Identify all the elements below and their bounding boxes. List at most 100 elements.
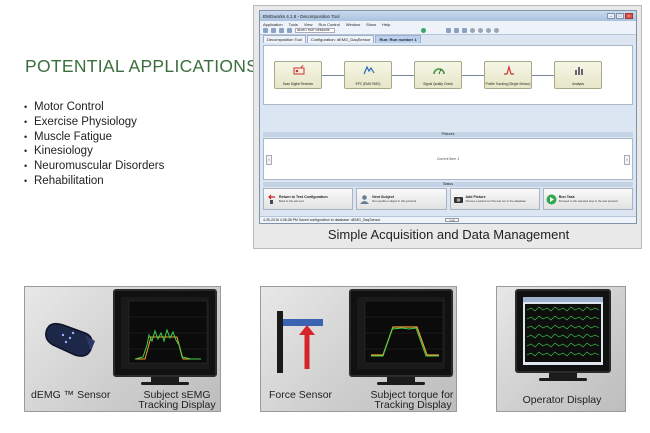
workflow-arrow (462, 75, 484, 76)
undo-icon[interactable] (279, 28, 284, 33)
analysis-icon (575, 67, 583, 75)
tab-bar: Decomposition Tool Configuration: dEMG_D… (260, 35, 636, 43)
workflow-arrow (322, 75, 344, 76)
workflow-step-scan[interactable]: Scan Digital Receiver (274, 61, 322, 89)
pause-icon[interactable] (494, 28, 499, 33)
monitor (349, 289, 453, 377)
tracking-display-screen (357, 297, 445, 369)
log-button[interactable]: Log (445, 218, 459, 222)
monitor (515, 289, 611, 373)
menu-item[interactable]: Window (345, 21, 361, 27)
profile-icon (504, 65, 514, 75)
workflow-panel: Scan Digital Receiver EPC (EMG RMS) Sign… (263, 45, 633, 105)
monitor-stand (387, 377, 415, 383)
menu-item[interactable]: Tools (288, 21, 298, 27)
app-window: EMGworks 4.1.8 - Decomposition Tool – □ … (259, 10, 637, 224)
card-caption: Tracking Display (138, 399, 216, 411)
settings-icon[interactable] (454, 28, 459, 33)
window-titlebar: EMGworks 4.1.8 - Decomposition Tool – □ … (260, 11, 636, 21)
chart-icon[interactable] (446, 28, 451, 33)
previous-picture-button[interactable]: ‹ (266, 155, 272, 165)
menu-item[interactable]: View (303, 21, 313, 27)
camera-icon (453, 196, 463, 203)
workflow-step-epc[interactable]: EPC (EMG RMS) (344, 61, 392, 89)
menu-bar: Application Tools View Run Control Windo… (260, 21, 636, 27)
menu-item[interactable]: Show (366, 21, 377, 27)
close-icon[interactable]: × (625, 13, 633, 19)
monitor-stand (151, 377, 179, 383)
card-caption: Tracking Display (374, 399, 452, 411)
multichannel-plot (523, 297, 603, 362)
export-icon[interactable] (462, 28, 467, 33)
monitor-stand (549, 373, 577, 379)
record-icon[interactable] (470, 28, 475, 33)
connect-icon[interactable] (421, 28, 426, 33)
receiver-icon (293, 65, 305, 75)
tracking-display-screen (121, 297, 209, 369)
workflow-step-profile[interactable]: Profile Tracking (Single Sensor) (484, 61, 532, 89)
card-caption: dEMG ™ Sensor (31, 389, 111, 401)
tab-run[interactable]: Run: Run number 1 (375, 35, 421, 43)
list-item: Rehabilitation (24, 174, 164, 189)
workflow-arrow (392, 75, 414, 76)
return-icon (268, 194, 275, 204)
maximize-icon[interactable]: □ (616, 13, 624, 19)
new-icon[interactable] (263, 28, 268, 33)
session-field[interactable]: dEMG Run Sessions (295, 28, 335, 33)
workflow-step-label: Analysis (572, 82, 584, 86)
tab-decomposition-tool[interactable]: Decomposition Tool (263, 35, 306, 43)
status-header: Status (263, 182, 633, 187)
applications-heading: POTENTIAL APPLICATIONS (25, 56, 259, 76)
operator-display-card: Operator Display (496, 286, 626, 412)
torque-signal-plot (364, 300, 444, 364)
monitor-base (141, 382, 189, 385)
status-bar: 4-30-2016 4:36:38 PM Saved configuration… (260, 216, 636, 223)
card-caption: Operator Display (522, 394, 602, 406)
monitor (113, 289, 217, 377)
workflow-step-analysis[interactable]: Analysis (554, 61, 602, 89)
open-icon[interactable] (271, 28, 276, 33)
force-sensor-icon (277, 311, 323, 373)
monitor-base (377, 382, 425, 385)
demg-sensor-card: dEMG ™ Sensor Subject sEMG Tracking Disp… (24, 286, 221, 412)
window-title: EMGworks 4.1.8 - Decomposition Tool (263, 13, 340, 19)
list-item: Muscle Fatigue (24, 130, 164, 145)
software-screenshot: EMGworks 4.1.8 - Decomposition Tool – □ … (253, 5, 642, 249)
run-icon (546, 194, 557, 204)
monitor-base (539, 378, 587, 381)
force-sensor-card: Force Sensor Subject torque for Tracking… (260, 286, 457, 412)
card-caption: Subject sEMG (143, 389, 211, 401)
list-item: Neuromuscular Disorders (24, 159, 164, 174)
minimize-icon[interactable]: – (607, 13, 615, 19)
gauge-icon (433, 68, 445, 75)
redo-icon[interactable] (287, 28, 292, 33)
demg-sensor-icon (45, 322, 95, 357)
pictures-panel: ‹ Current Item 1 › (263, 138, 633, 180)
card-caption: Subject torque for (370, 389, 454, 401)
pictures-header: Pictures (263, 132, 633, 137)
workflow-step-label: Scan Digital Receiver (282, 82, 314, 86)
toolbar: dEMG Run Sessions (260, 27, 636, 35)
workflow-step-label: Profile Tracking (Single Sensor) (485, 82, 531, 86)
tab-configuration[interactable]: Configuration: dEMG_DaqSensor (306, 35, 375, 43)
list-item: Motor Control (24, 100, 164, 115)
next-picture-button[interactable]: › (624, 155, 630, 165)
stop-icon[interactable] (486, 28, 491, 33)
workflow-step-quality[interactable]: Signal Quality Check (414, 61, 462, 89)
workflow-step-label: Signal Quality Check (423, 82, 453, 86)
menu-item[interactable]: Application (263, 21, 283, 27)
list-item: Exercise Physiology (24, 115, 164, 130)
screenshot-caption: Simple Acquisition and Data Management (327, 227, 570, 242)
emg-rms-icon (363, 65, 375, 75)
menu-item[interactable]: Help (382, 21, 391, 27)
list-item: Kinesiology (24, 144, 164, 159)
play-icon[interactable] (478, 28, 483, 33)
emg-signal-plot (128, 300, 208, 364)
workflow-arrow (532, 75, 554, 76)
menu-item[interactable]: Run Control (318, 21, 340, 27)
